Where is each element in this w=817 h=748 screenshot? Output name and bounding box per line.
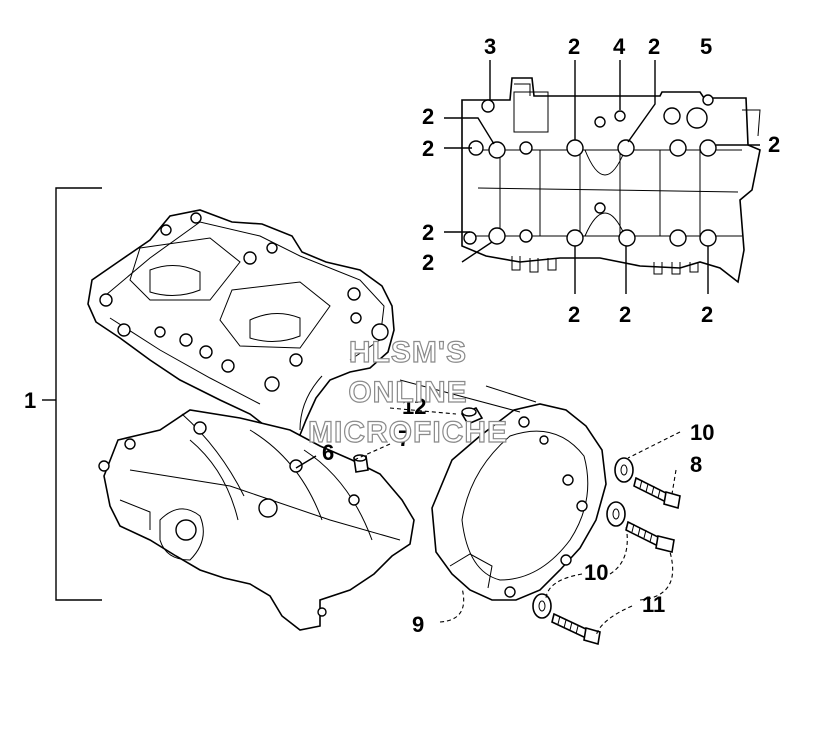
bolt-11-middle	[625, 520, 675, 553]
washer-10-top	[614, 457, 634, 483]
callout-2-top-a: 2	[568, 34, 580, 59]
callout-2-left-a: 2	[422, 104, 434, 129]
callout-7: 7	[398, 426, 410, 451]
watermark-line-2: ONLINE	[348, 376, 467, 409]
washer-10-bottom	[532, 593, 552, 619]
upper-crankcase-half	[87, 209, 395, 441]
bolt-8	[633, 476, 681, 510]
callout-1: 1	[24, 388, 36, 413]
watermark-line-3: MICROFICHE	[308, 416, 508, 449]
callout-4: 4	[613, 34, 626, 59]
callout-6: 6	[322, 440, 334, 465]
callout-2-top-b: 2	[648, 34, 660, 59]
callout-11: 11	[642, 592, 665, 617]
callout-9: 9	[412, 612, 424, 637]
callout-2-bottom-b: 2	[619, 302, 631, 327]
flywheel-housing	[431, 403, 607, 601]
callout-12: 12	[402, 394, 426, 419]
callout-10-middle: 10	[584, 560, 608, 585]
callout-2-left-c: 2	[422, 220, 434, 245]
callout-2-right: 2	[768, 132, 780, 157]
leader-lines	[42, 60, 760, 637]
callout-8: 8	[690, 452, 702, 477]
callout-5: 5	[700, 34, 712, 59]
callout-2-left-d: 2	[422, 250, 434, 275]
crankcase-bottom-view	[461, 77, 761, 284]
lower-crankcase-half	[98, 409, 415, 631]
watermark: HLSM'S ONLINE MICROFICHE	[307, 335, 508, 449]
watermark-line-1: HLSM'S	[349, 336, 467, 369]
bolt-11-bottom	[551, 612, 601, 646]
washer-10-middle	[606, 501, 626, 527]
dowel-pin-12	[460, 406, 484, 426]
callout-2-left-b: 2	[422, 136, 434, 161]
callout-labels: 1 3 2 4 2 5 2 2 2 2 2 2 2 2 12 7 6 10 8 …	[24, 34, 780, 637]
dowel-pin-7	[353, 454, 369, 473]
callout-10-top: 10	[690, 420, 714, 445]
callout-3: 3	[484, 34, 496, 59]
callout-2-bottom-c: 2	[701, 302, 713, 327]
callout-2-bottom-a: 2	[568, 302, 580, 327]
